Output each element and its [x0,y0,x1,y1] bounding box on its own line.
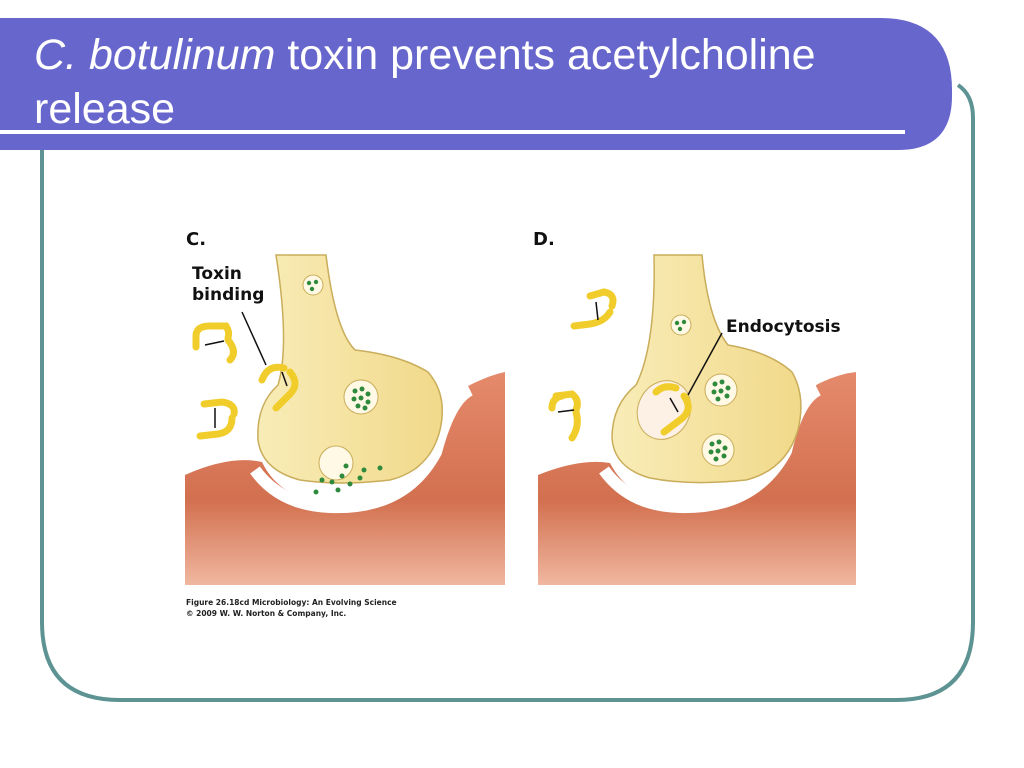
panel-c-vesicle-top [302,274,324,296]
panel-d-label: Endocytosis [726,317,841,337]
panel-d-toxin-links [557,301,679,413]
panel-c-callout-line [241,311,267,366]
panel-c-vesicle-top-ach [306,279,319,292]
panel-d-vesicle-top [670,314,692,336]
panel-c-released-ach [313,463,383,495]
slide-title: C. botulinum toxin prevents acetylcholin… [34,28,914,136]
panel-d-vesicle-b-ach [708,439,728,462]
panel-c-toxin-links [204,340,288,428]
toxin-c2 [196,398,238,440]
panel-c-axon-terminal [257,254,443,484]
panel-d-toxins [548,288,692,442]
panel-c-muscle [185,372,505,585]
panel-c-label: Toxin binding [192,264,264,306]
title-italic: C. botulinum [34,31,276,79]
toxin-d3 [652,383,692,436]
toxin-d2 [548,390,581,442]
panel-d-drawing [538,240,856,585]
figure-caption-line1: Figure 26.18cd Microbiology: An Evolving… [186,598,397,607]
figure-caption: Figure 26.18cd Microbiology: An Evolving… [186,597,397,619]
panel-c-label-line1: Toxin [192,264,242,284]
frame-border [40,83,975,702]
panel-d-letter: D. [533,229,555,250]
panel-d-vesicle-a-ach [711,379,731,402]
panel-c-label-line2: binding [192,285,265,305]
panel-d-muscle [538,372,856,585]
panel-c-vesicle-fusing [318,445,354,481]
panel-c-toxins [192,322,299,440]
toxin-c3 [258,363,299,412]
title-underline [0,130,905,134]
toxin-c1 [192,322,237,364]
panel-d-callout-line [687,332,723,396]
title-bar [0,18,952,150]
figure-caption-line2: © 2009 W. W. Norton & Company, Inc. [186,609,347,618]
panel-c-letter: C. [186,229,207,250]
panel-c-drawing [185,240,505,585]
toxin-d1 [570,288,617,330]
title-rest: toxin prevents acetylcholine release [34,31,816,133]
panel-c-cleft [250,384,474,514]
panel-c-vesicle-mid-ach [351,386,371,411]
panel-d-vesicle-top-ach [674,319,687,332]
